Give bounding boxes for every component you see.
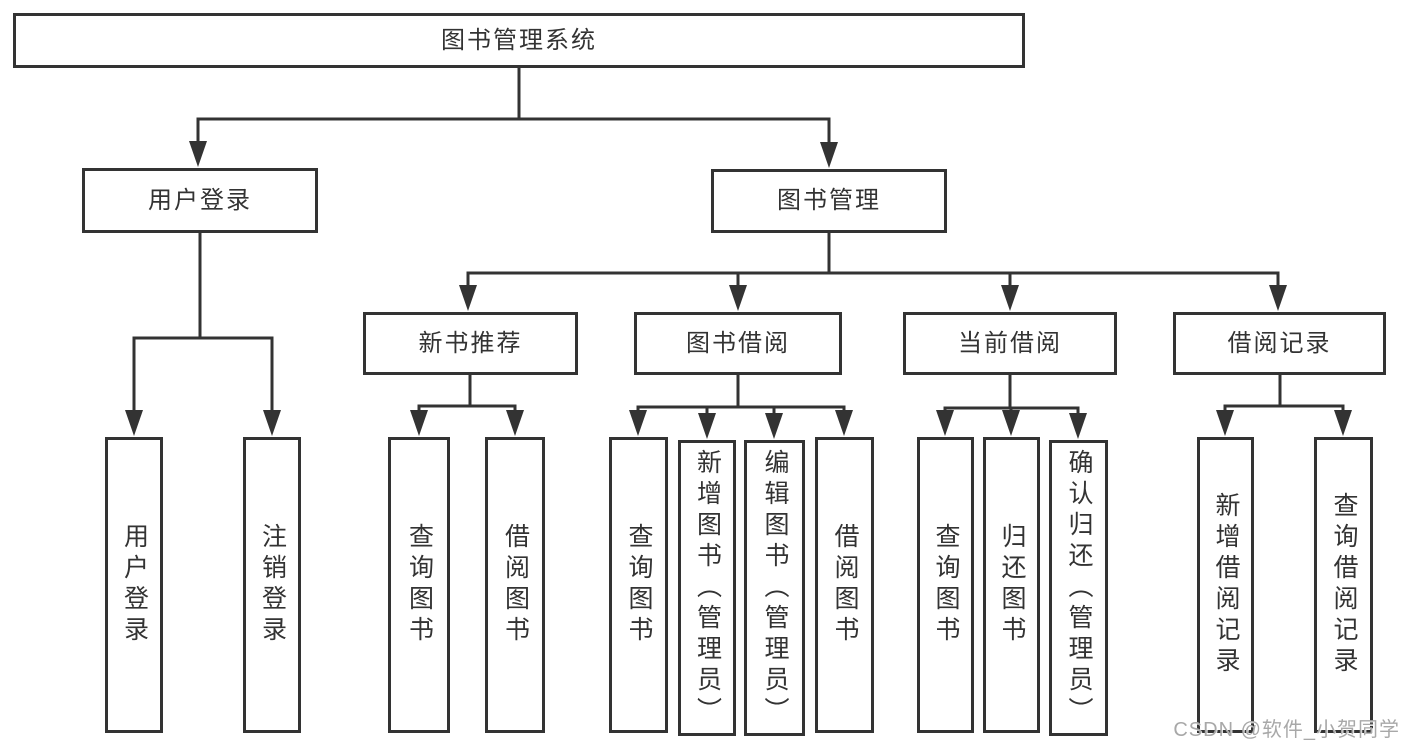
arrowhead-borrow-records [1269,285,1287,311]
leaf-query-books-borrow: 查询图书 [609,437,668,733]
node-book-borrow: 图书借阅 [634,312,842,375]
leaf-edit-book-admin: 编辑图书（管理员） [744,440,805,736]
leaf-query-books-recommend: 查询图书 [388,437,450,733]
arrowhead-leaf-user-login [125,410,143,436]
arrowhead-leaf-logout [263,410,281,436]
node-borrow-records: 借阅记录 [1173,312,1386,375]
arrowhead-current-borrow [1001,285,1019,311]
connector-root-to-level2 [189,66,838,168]
leaf-add-borrow-record: 新增借阅记录 [1197,437,1254,733]
arrowhead-book-borrow [729,285,747,311]
node-current-borrow: 当前借阅 [903,312,1117,375]
leaf-logout: 注销登录 [243,437,301,733]
connector-book-borrow-children [629,373,853,439]
leaf-query-borrow-record: 查询借阅记录 [1314,437,1373,733]
node-user-login: 用户登录 [82,168,318,233]
node-library-management-system: 图书管理系统 [13,13,1025,68]
connector-borrow-records-children [1216,373,1352,436]
connector-book-management-children [459,231,1287,311]
arrowhead-book-management [820,142,838,168]
connector-user-login-children [125,231,281,436]
leaf-add-book-admin: 新增图书（管理员） [678,440,736,736]
leaf-return-book: 归还图书 [983,437,1040,733]
connector-new-book-recommend-children [410,373,524,436]
leaf-query-books-current: 查询图书 [917,437,974,733]
leaf-user-login: 用户登录 [105,437,163,733]
arrowhead-new-book-recommend [459,285,477,311]
leaf-borrow-books-borrow: 借阅图书 [815,437,874,733]
leaf-confirm-return-admin: 确认归还（管理员） [1049,440,1108,736]
watermark: CSDN @软件_小贺同学 [1173,719,1400,741]
node-new-book-recommend: 新书推荐 [363,312,578,375]
arrowhead-user-login [189,141,207,167]
node-book-management: 图书管理 [711,169,947,233]
connector-current-borrow-children [936,373,1087,439]
leaf-borrow-books-recommend: 借阅图书 [485,437,545,733]
